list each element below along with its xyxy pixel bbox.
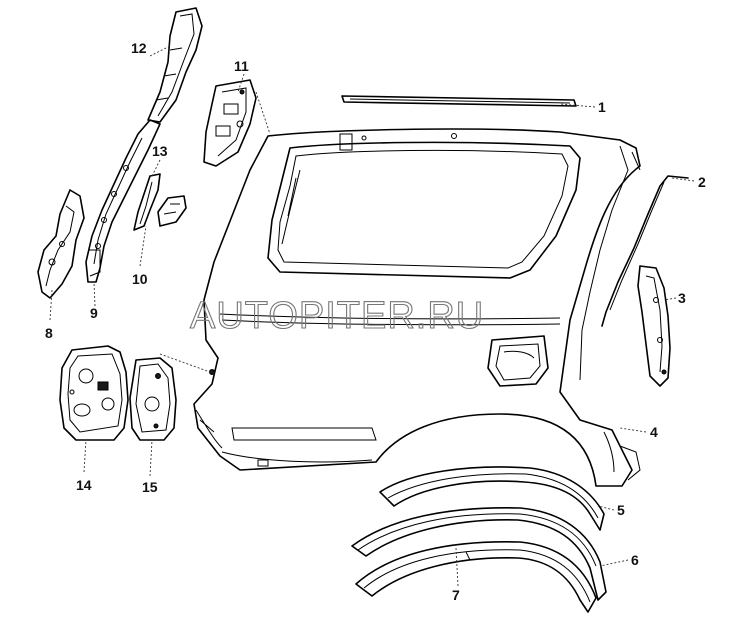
part-13-bracket bbox=[133, 173, 161, 231]
callout-4: 4 bbox=[650, 424, 658, 440]
callout-13: 13 bbox=[152, 143, 168, 159]
part-1-roof-rail-strip bbox=[341, 95, 577, 107]
callout-2: 2 bbox=[698, 174, 706, 190]
part-12-pillar-reinforcement bbox=[85, 7, 203, 283]
part-7-arch-flare bbox=[355, 540, 597, 613]
part-10-clip bbox=[157, 195, 187, 227]
callout-3: 3 bbox=[678, 290, 686, 306]
callout-14: 14 bbox=[76, 477, 92, 493]
callout-labels: 1 2 3 4 5 6 7 8 9 10 11 12 13 14 15 bbox=[45, 40, 706, 603]
callout-12: 12 bbox=[131, 40, 147, 56]
leader-lines bbox=[49, 45, 695, 587]
part-14-inner-panel bbox=[59, 345, 129, 441]
callout-7: 7 bbox=[452, 587, 460, 603]
part-15-inner-panel bbox=[129, 357, 177, 441]
callout-15: 15 bbox=[142, 479, 158, 495]
callout-1: 1 bbox=[598, 99, 606, 115]
callout-8: 8 bbox=[45, 325, 53, 341]
callout-11: 11 bbox=[234, 58, 249, 74]
part-11-inner-reinforcement bbox=[203, 79, 257, 167]
part-quarter-panel-main bbox=[193, 128, 641, 487]
part-5-wheel-arch-liner bbox=[379, 466, 605, 531]
part-6-arch-molding bbox=[351, 506, 607, 601]
part-2-drip-molding bbox=[601, 175, 689, 327]
callout-5: 5 bbox=[617, 502, 625, 518]
callout-6: 6 bbox=[631, 552, 639, 568]
part-8-lower-bracket bbox=[37, 189, 85, 299]
part-3-lamp-bracket bbox=[637, 265, 671, 387]
callout-10: 10 bbox=[132, 271, 148, 287]
callout-9: 9 bbox=[90, 305, 98, 321]
fuel-filler-door bbox=[487, 335, 549, 387]
watermark-text: AUTOPITER.RU bbox=[190, 295, 484, 337]
